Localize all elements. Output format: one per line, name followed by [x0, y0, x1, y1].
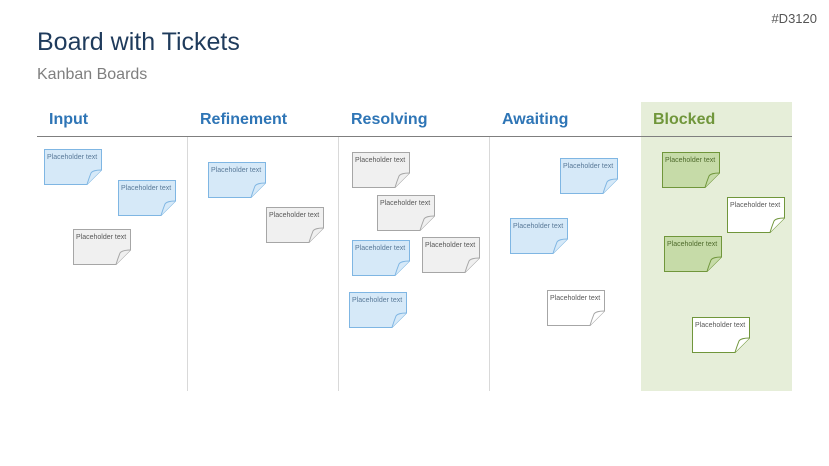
ticket-card[interactable]: Placeholder text: [266, 207, 324, 243]
ticket-label: Placeholder text: [352, 297, 403, 304]
ticket-card[interactable]: Placeholder text: [377, 195, 435, 231]
ticket-card[interactable]: Placeholder text: [664, 236, 722, 272]
sticky-note-icon: [208, 162, 266, 198]
ticket-card[interactable]: Placeholder text: [73, 229, 131, 265]
sticky-note-icon: [560, 158, 618, 194]
column-header-input: Input: [49, 111, 89, 128]
sticky-note-icon: [692, 317, 750, 353]
sticky-note-icon: [422, 237, 480, 273]
ticket-card[interactable]: Placeholder text: [208, 162, 266, 198]
ticket-label: Placeholder text: [47, 154, 98, 161]
ticket-card[interactable]: Placeholder text: [662, 152, 720, 188]
ticket-card[interactable]: Placeholder text: [510, 218, 568, 254]
page-title: Board with Tickets: [37, 28, 240, 56]
sticky-note-icon: [664, 236, 722, 272]
column-divider: [489, 137, 490, 391]
ticket-label: Placeholder text: [665, 157, 716, 164]
ticket-card[interactable]: Placeholder text: [349, 292, 407, 328]
sticky-note-icon: [352, 152, 410, 188]
sticky-note-icon: [352, 240, 410, 276]
ticket-label: Placeholder text: [380, 200, 431, 207]
sticky-note-icon: [377, 195, 435, 231]
ticket-card[interactable]: Placeholder text: [727, 197, 785, 233]
column-header-resolving: Resolving: [351, 111, 428, 128]
ticket-label: Placeholder text: [425, 242, 476, 249]
sticky-note-icon: [349, 292, 407, 328]
ticket-card[interactable]: Placeholder text: [44, 149, 102, 185]
column-header-refinement: Refinement: [200, 111, 288, 128]
slide-code: #D3120: [771, 11, 817, 26]
ticket-label: Placeholder text: [695, 322, 746, 329]
ticket-card[interactable]: Placeholder text: [422, 237, 480, 273]
column-header-blocked: Blocked: [653, 111, 716, 128]
ticket-label: Placeholder text: [76, 234, 127, 241]
sticky-note-icon: [44, 149, 102, 185]
sticky-note-icon: [118, 180, 176, 216]
ticket-label: Placeholder text: [550, 295, 601, 302]
sticky-note-icon: [510, 218, 568, 254]
ticket-label: Placeholder text: [513, 223, 564, 230]
sticky-note-icon: [547, 290, 605, 326]
ticket-card[interactable]: Placeholder text: [352, 152, 410, 188]
sticky-note-icon: [266, 207, 324, 243]
ticket-card[interactable]: Placeholder text: [560, 158, 618, 194]
column-divider: [338, 137, 339, 391]
ticket-label: Placeholder text: [730, 202, 781, 209]
page-subtitle: Kanban Boards: [37, 66, 148, 83]
ticket-label: Placeholder text: [355, 245, 406, 252]
sticky-note-icon: [662, 152, 720, 188]
header-divider: [37, 136, 792, 137]
ticket-label: Placeholder text: [667, 241, 718, 248]
ticket-label: Placeholder text: [355, 157, 406, 164]
ticket-label: Placeholder text: [563, 163, 614, 170]
ticket-label: Placeholder text: [211, 167, 262, 174]
ticket-label: Placeholder text: [269, 212, 320, 219]
ticket-card[interactable]: Placeholder text: [118, 180, 176, 216]
ticket-card[interactable]: Placeholder text: [352, 240, 410, 276]
column-divider: [187, 137, 188, 391]
ticket-card[interactable]: Placeholder text: [547, 290, 605, 326]
ticket-label: Placeholder text: [121, 185, 172, 192]
column-header-awaiting: Awaiting: [502, 111, 569, 128]
sticky-note-icon: [727, 197, 785, 233]
ticket-card[interactable]: Placeholder text: [692, 317, 750, 353]
sticky-note-icon: [73, 229, 131, 265]
